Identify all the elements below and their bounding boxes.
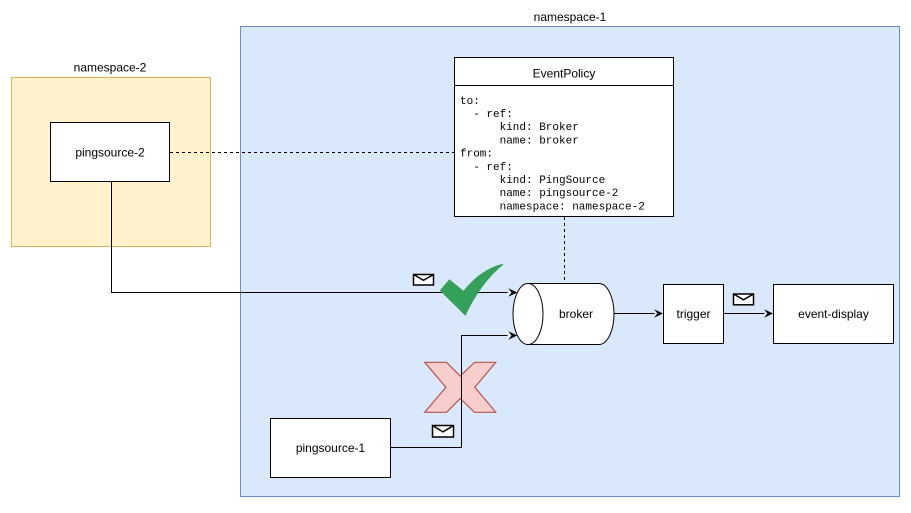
svg-text:to: - ref: kind: Broke: to: - ref: kind: Broker name: broker fro… <box>460 96 645 214</box>
svg-text:broker: broker <box>559 307 593 321</box>
svg-text:event-display: event-display <box>798 307 869 321</box>
svg-text:trigger: trigger <box>676 307 710 321</box>
svg-text:pingsource-2: pingsource-2 <box>75 145 145 159</box>
svg-text:namespace-1: namespace-1 <box>534 10 607 24</box>
svg-text:EventPolicy: EventPolicy <box>533 66 596 80</box>
svg-text:namespace-2: namespace-2 <box>74 61 147 75</box>
svg-text:pingsource-1: pingsource-1 <box>296 441 366 455</box>
